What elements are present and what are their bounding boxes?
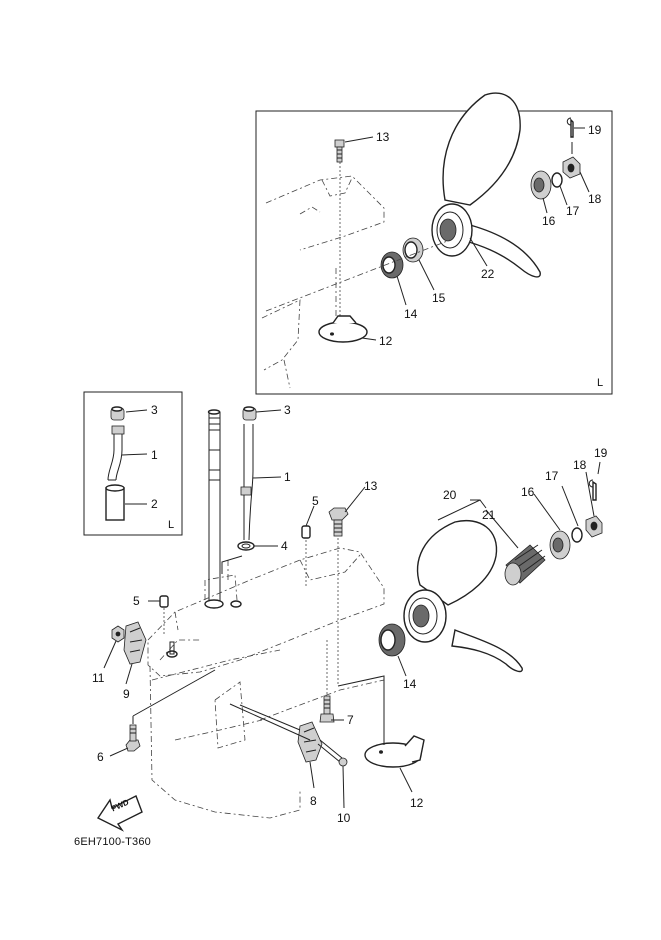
washer-17-inset <box>551 172 563 188</box>
o-ring-4 <box>237 541 255 551</box>
nut-18-inset <box>562 156 581 179</box>
cotter-pin-19-inset <box>566 117 574 154</box>
callout-1: 1 <box>284 470 291 484</box>
washer-17 <box>571 527 583 543</box>
callout-12: 12 <box>410 796 424 810</box>
callout-8: 8 <box>310 794 317 808</box>
inset-mark-small: L <box>168 519 175 531</box>
callout-19: 19 <box>594 446 608 460</box>
leader-small-3 <box>125 409 148 413</box>
leader-anode-8 <box>229 703 311 741</box>
cotter-pin-19 <box>588 479 597 501</box>
callout-16: 16 <box>521 485 535 499</box>
callout-13: 13 <box>364 479 378 493</box>
leader-small-1 <box>121 453 148 456</box>
callout-18-inset: 18 <box>588 192 602 206</box>
callout-1-small: 1 <box>151 448 158 462</box>
callout-15: 15 <box>432 291 446 305</box>
anode-12-inset <box>318 315 368 343</box>
callout-16-inset: 16 <box>542 214 556 228</box>
grommet-3-small <box>110 406 125 421</box>
callout-18: 18 <box>573 458 587 472</box>
bolt-6 <box>125 716 141 752</box>
tube-2-small <box>105 484 125 521</box>
callout-21: 21 <box>482 508 496 522</box>
anode-12 <box>364 684 425 768</box>
callout-11: 11 <box>92 671 105 685</box>
leader-bracket-13-12 <box>337 675 385 687</box>
leaders-upper <box>344 127 590 341</box>
bolt-13 <box>328 507 349 686</box>
callout-22: 22 <box>481 267 495 281</box>
callout-17-inset: 17 <box>566 204 580 218</box>
diagram-code: 6EH7100-T360 <box>74 836 152 848</box>
callout-20: 20 <box>443 488 457 502</box>
inset-box-small <box>83 391 183 536</box>
callout-12-inset: 12 <box>379 334 393 348</box>
anode-8 <box>297 721 323 763</box>
callout-9: 9 <box>123 687 130 701</box>
spacer-15-inset <box>402 237 424 263</box>
washer-16-inset <box>530 170 552 200</box>
water-tube-1 <box>240 424 254 541</box>
callout-17: 17 <box>545 469 559 483</box>
plug-5 <box>301 525 311 588</box>
bushing-21 <box>504 544 546 586</box>
leaders-main <box>103 409 601 809</box>
lower-gear-case <box>147 547 385 819</box>
housing-top-fittings <box>166 599 242 658</box>
nut-18 <box>585 515 603 538</box>
callout-3-small: 3 <box>151 403 158 417</box>
fwd-arrow <box>96 795 143 832</box>
drive-shaft <box>207 409 221 603</box>
callout-3: 3 <box>284 403 291 417</box>
trim-tab-9 <box>123 621 147 665</box>
inset-box-upper <box>255 110 613 395</box>
callout-5-left: 5 <box>133 594 140 608</box>
callout-4: 4 <box>281 539 288 553</box>
callout-19-inset: 19 <box>588 123 602 137</box>
bolt-7 <box>319 640 335 723</box>
callout-6: 6 <box>97 750 104 764</box>
grommet-3 <box>242 406 257 421</box>
callout-5: 5 <box>312 494 319 508</box>
propeller-22 <box>431 92 541 278</box>
callout-14: 14 <box>403 677 417 691</box>
thrust-washer-14 <box>378 623 406 657</box>
leader-bolt-6-housing <box>132 669 216 717</box>
nut-11 <box>111 625 125 643</box>
callout-13-inset: 13 <box>376 130 390 144</box>
thrust-washer-14-inset <box>380 251 404 279</box>
callout-7: 7 <box>347 713 354 727</box>
inset-mark-upper: L <box>597 377 604 389</box>
water-tube-1-small <box>107 425 125 481</box>
washer-16 <box>549 530 571 560</box>
callout-2-small: 2 <box>151 497 158 511</box>
callout-14-inset: 14 <box>404 307 418 321</box>
bolt-13-inset <box>334 139 345 318</box>
callout-10: 10 <box>337 811 351 825</box>
propeller-20 <box>403 520 523 673</box>
plug-5-left <box>159 595 169 636</box>
gear-case-outline-inset <box>261 175 385 389</box>
